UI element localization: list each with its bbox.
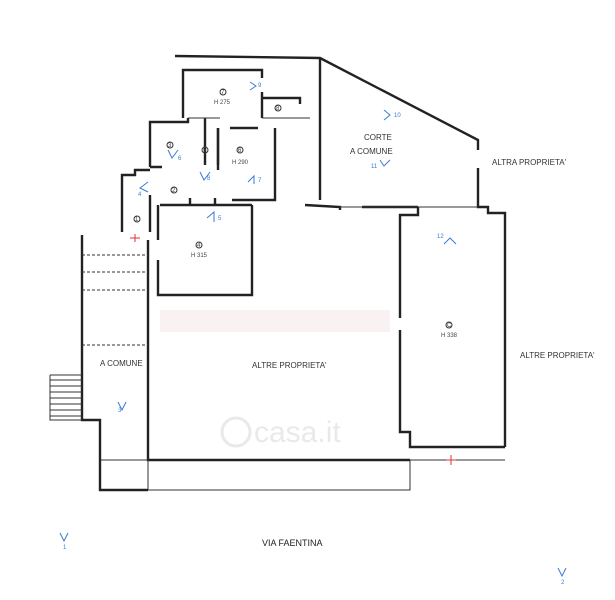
blur-band: [160, 310, 390, 332]
corridor-walls: [160, 198, 252, 207]
svg-text:7: 7: [221, 90, 225, 96]
watermark: casa.it: [220, 416, 341, 449]
street-label: VIA FAENTINA: [262, 538, 323, 548]
corte-bottom-wall: [304, 203, 342, 210]
svg-text:H 290: H 290: [232, 160, 249, 166]
svg-text:H 275: H 275: [214, 100, 231, 106]
svg-text:8: 8: [276, 106, 280, 112]
boundary-top: [174, 54, 480, 150]
svg-text:6: 6: [238, 148, 242, 154]
svg-text:7: 7: [258, 178, 262, 184]
room-8-walls: [262, 96, 302, 104]
svg-text:1: 1: [135, 217, 139, 223]
svg-text:H 338: H 338: [441, 333, 458, 339]
altra-proprieta-label: ALTRA PROPRIETA': [492, 158, 567, 167]
corte-label-2: A COMUNE: [350, 147, 393, 156]
survey-marks: [130, 234, 456, 465]
room-6-outline: [216, 126, 277, 202]
svg-text:4: 4: [197, 243, 201, 249]
svg-text:10: 10: [394, 113, 401, 119]
svg-text:2: 2: [561, 580, 565, 586]
photo-markers: 1 2 3 4 5 6 7 8 9 10 11 12: [59, 81, 567, 586]
stairs: [49, 374, 82, 421]
svg-text:6: 6: [178, 156, 182, 162]
corte-right-wall: [476, 168, 507, 447]
svg-text:11: 11: [371, 164, 378, 170]
svg-text:3: 3: [168, 143, 172, 149]
svg-text:5: 5: [203, 148, 207, 154]
room-4-walls: [156, 205, 254, 297]
altre-proprieta-right-label: ALTRE PROPRIETA': [520, 351, 595, 360]
svg-text:3: 3: [118, 408, 122, 414]
svg-text:casa.it: casa.it: [254, 416, 341, 449]
front-sidewalk: [100, 459, 411, 491]
corte-label: CORTE: [364, 133, 392, 142]
room-1-walls: [120, 168, 152, 232]
svg-text:2: 2: [172, 188, 176, 194]
svg-text:1: 1: [63, 545, 67, 551]
svg-text:H 315: H 315: [191, 253, 208, 259]
a-comune-dashes: [82, 254, 148, 346]
room-7-walls: [181, 68, 264, 118]
a-comune-walls: [80, 235, 148, 492]
svg-text:4: 4: [138, 192, 142, 198]
svg-text:12: 12: [437, 234, 444, 240]
svg-text:8: 8: [207, 176, 211, 182]
svg-text:5: 5: [218, 216, 222, 222]
room-labels: 7 H 275 8 3 5 6 H 290 2 1 4 H 315 C H 33…: [133, 88, 458, 339]
svg-text:C: C: [447, 323, 452, 329]
svg-text:9: 9: [258, 83, 262, 89]
room-c-walls: [398, 207, 505, 449]
room-3-walls: [148, 118, 207, 169]
a-comune-label: A COMUNE: [100, 359, 143, 368]
altre-proprieta-center-label: ALTRE PROPRIETA': [252, 361, 327, 370]
